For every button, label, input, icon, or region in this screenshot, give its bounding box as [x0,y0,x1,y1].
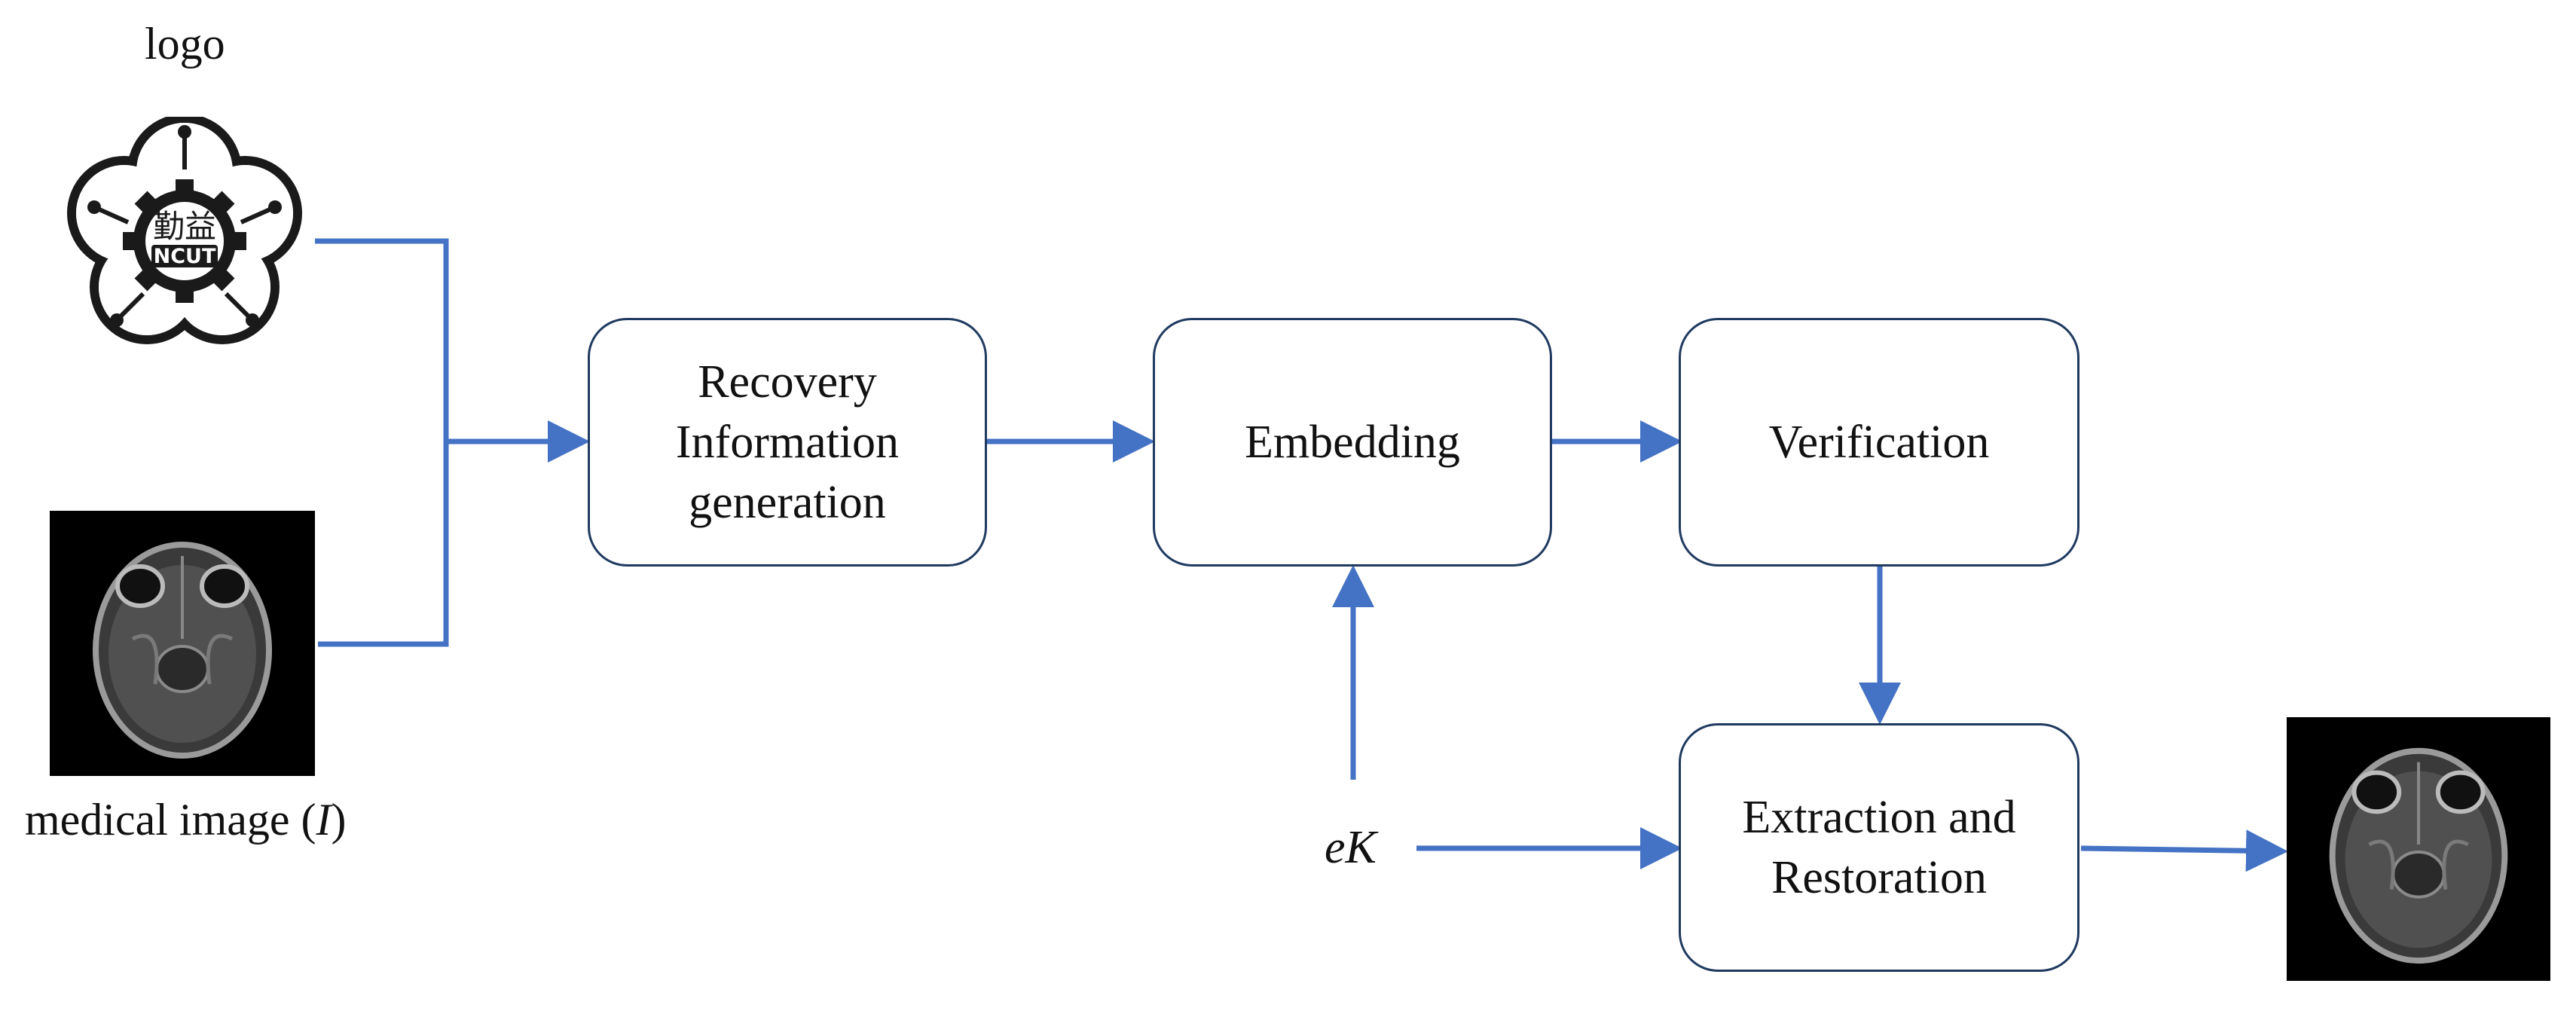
recovery-block-label: Recovery Information generation [675,356,900,528]
arrow-extraction-to-output [2080,829,2288,872]
key-label: eK [1325,822,1377,873]
brain-mri-icon [93,542,272,759]
medical-image-connector [318,441,449,647]
medical-label-var: I [316,795,332,845]
recovery-information-generation-block: Recovery Information generation [588,318,987,567]
logo-text-top: 勤益 [153,208,216,245]
extraction-restoration-block: Extraction and Restoration [1679,723,2079,972]
medical-label-prefix: medical image ( [25,795,316,845]
restored-image [2287,717,2550,981]
restored-brain-mri-icon [2329,747,2508,964]
ncut-logo-icon: 勤益 NCUT [67,117,302,344]
embedding-block: Embedding [1153,318,1552,567]
medical-image-label: medical image (I) [25,797,346,842]
verification-block: Verification [1679,318,2079,567]
medical-label-suffix: ) [331,795,347,845]
logo-label: logo [145,19,225,69]
verification-block-label: Verification [1768,417,1990,468]
medical-image [50,511,315,776]
logo-connector [315,238,449,441]
embedding-block-label: Embedding [1245,417,1460,468]
extraction-block-label: Extraction and Restoration [1742,792,2016,903]
logo-text-bottom: NCUT [154,245,216,268]
